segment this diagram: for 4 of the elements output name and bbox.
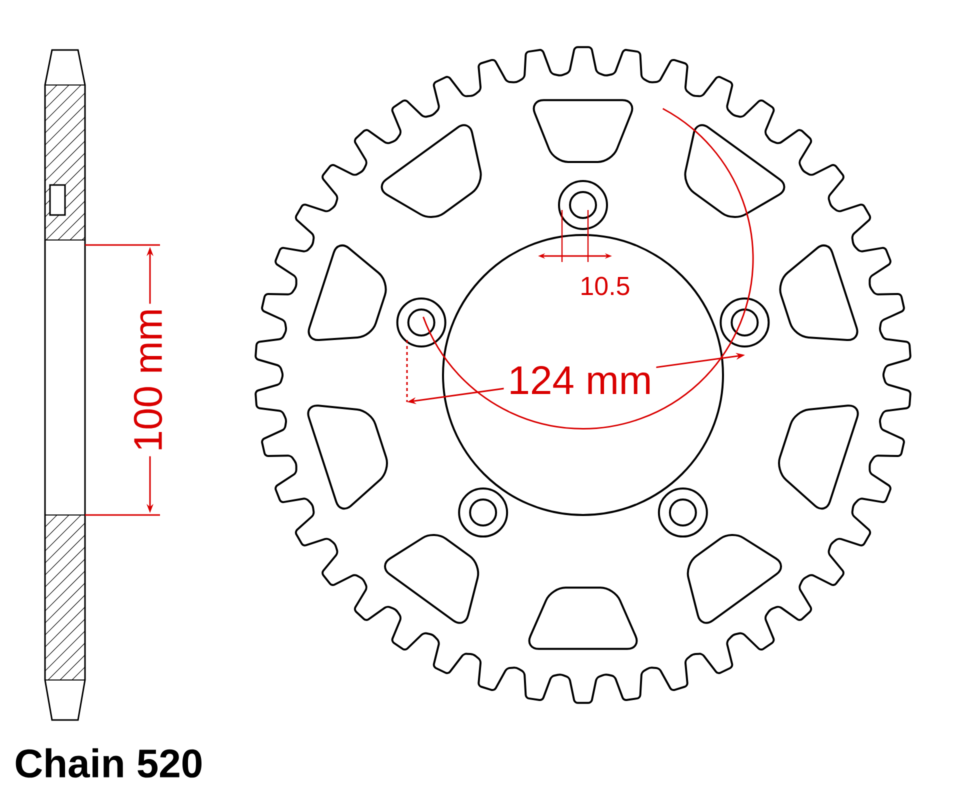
dimension-label: 10.5 <box>582 276 630 296</box>
dimension-label: 124 mm <box>504 362 656 398</box>
dimension-label: 100 mm <box>130 304 166 456</box>
caption-text: Chain 520 <box>16 748 202 778</box>
